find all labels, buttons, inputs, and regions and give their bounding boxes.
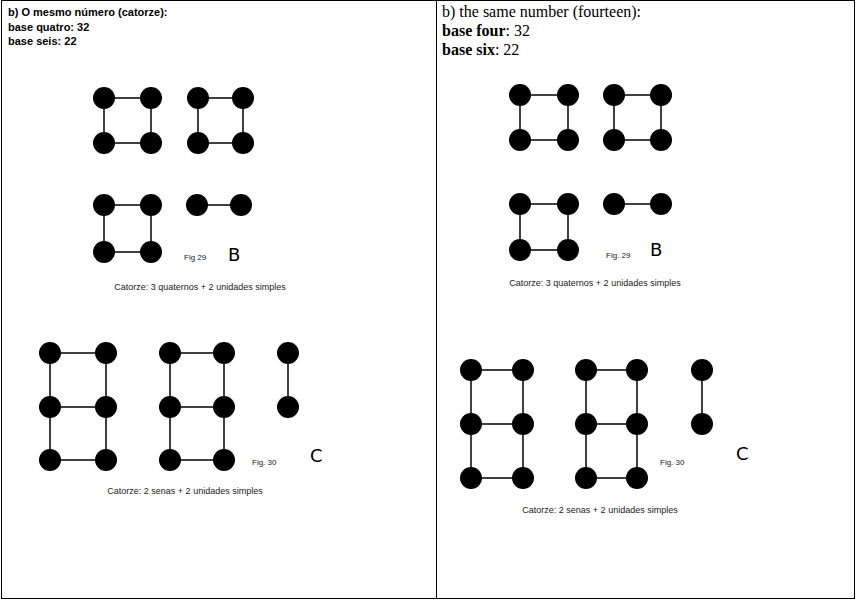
- dot: [95, 342, 117, 364]
- figure-number: Fig. 30: [252, 458, 276, 467]
- dot: [509, 239, 531, 261]
- base-value: : 32: [506, 22, 530, 40]
- dot: [93, 87, 115, 109]
- dot: [460, 413, 482, 435]
- dot: [650, 129, 672, 151]
- dot: [93, 132, 115, 154]
- dot: [39, 396, 61, 418]
- base-name: base four: [442, 22, 506, 40]
- dot: [460, 359, 482, 381]
- dot: [650, 84, 672, 106]
- base-value: : 32: [70, 21, 89, 34]
- dot: [95, 449, 117, 471]
- dot: [140, 132, 162, 154]
- dot: [159, 342, 181, 364]
- base-name: base quatro: [8, 21, 70, 34]
- dot: [232, 132, 254, 154]
- dot: [575, 413, 597, 435]
- section-heading: b) the same number (fourteen):: [442, 3, 641, 21]
- figure-number: Fig. 29: [606, 251, 630, 260]
- dot: [187, 87, 209, 109]
- figure-letter: B: [650, 240, 662, 261]
- base-name: base seis: [8, 35, 58, 48]
- dot: [650, 193, 672, 215]
- dot: [95, 396, 117, 418]
- dot: [512, 413, 534, 435]
- dot: [232, 87, 254, 109]
- dot: [557, 239, 579, 261]
- figure-caption: Catorze: 3 quaternos + 2 unidades simple…: [114, 282, 285, 292]
- figure-caption: Catorze: 2 senas + 2 unidades simples: [522, 505, 677, 515]
- dot: [603, 193, 625, 215]
- dot: [691, 359, 713, 381]
- dot: [186, 194, 208, 216]
- dot: [140, 241, 162, 263]
- figure-number: Fig 29: [184, 253, 206, 262]
- dot: [626, 413, 648, 435]
- figure-caption: Catorze: 3 quaternos + 2 unidades simple…: [509, 278, 680, 288]
- dot: [626, 359, 648, 381]
- dot: [39, 342, 61, 364]
- dots: [39, 84, 713, 489]
- dot: [159, 449, 181, 471]
- dot: [140, 194, 162, 216]
- dot: [691, 413, 713, 435]
- dot: [512, 467, 534, 489]
- dot: [509, 129, 531, 151]
- dot: [509, 193, 531, 215]
- dot: [509, 84, 531, 106]
- section-heading: b) O mesmo número (catorze):: [8, 6, 168, 19]
- dot: [603, 84, 625, 106]
- dot: [140, 87, 162, 109]
- figure-caption: Catorze: 2 senas + 2 unidades simples: [107, 486, 262, 496]
- base-name: base six: [442, 41, 495, 59]
- dot: [557, 193, 579, 215]
- base-value: : 22: [58, 35, 77, 48]
- dot: [213, 342, 235, 364]
- dot: [557, 84, 579, 106]
- dot: [277, 342, 299, 364]
- dot-links: [50, 95, 702, 478]
- dot: [460, 467, 482, 489]
- dot: [93, 241, 115, 263]
- dot: [575, 467, 597, 489]
- base-value: : 22: [495, 41, 519, 59]
- figure-letter: B: [228, 245, 240, 266]
- figure-number: Fig. 30: [660, 458, 684, 467]
- dot: [39, 449, 61, 471]
- dot: [626, 467, 648, 489]
- dot: [603, 129, 625, 151]
- figure-letter: C: [310, 446, 323, 467]
- dot: [230, 194, 252, 216]
- dot: [93, 194, 115, 216]
- dot: [575, 359, 597, 381]
- dot: [277, 396, 299, 418]
- dot: [159, 396, 181, 418]
- dot: [187, 132, 209, 154]
- dot: [213, 449, 235, 471]
- dot: [213, 396, 235, 418]
- column-divider: [436, 1, 437, 599]
- dot: [557, 129, 579, 151]
- figure-letter: C: [736, 444, 749, 465]
- dot: [512, 359, 534, 381]
